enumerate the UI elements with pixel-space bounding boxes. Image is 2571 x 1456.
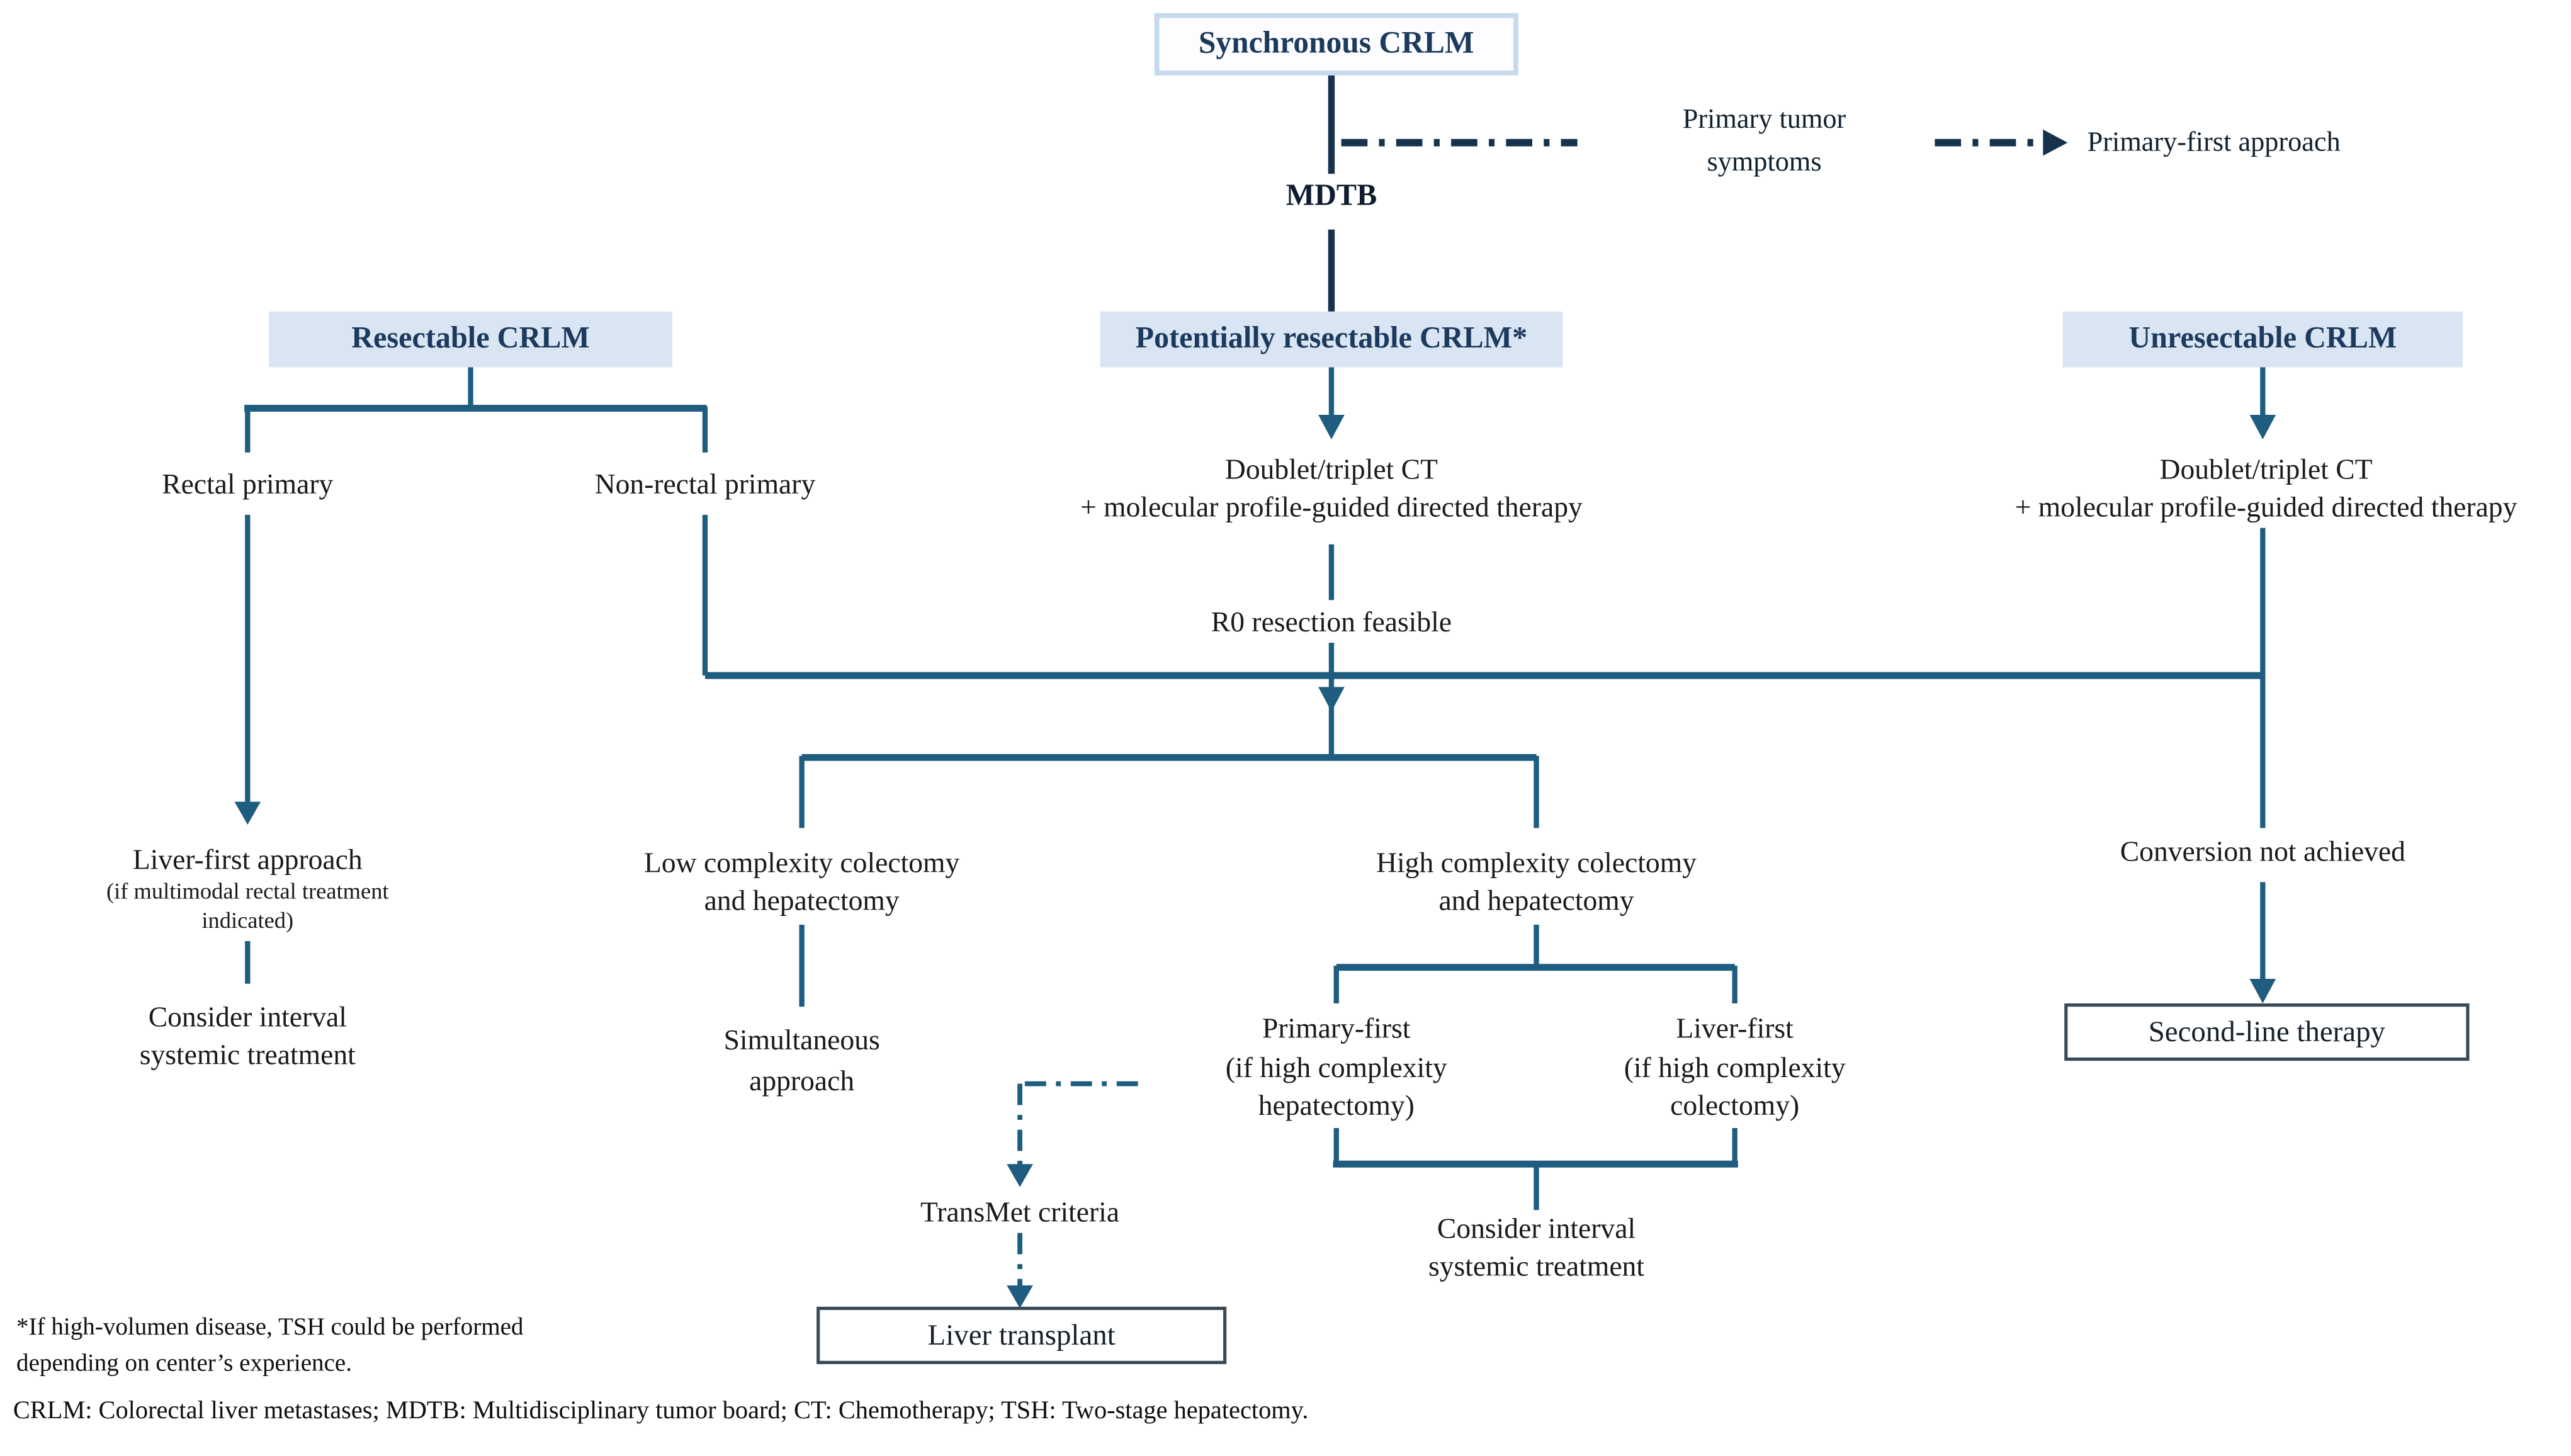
primary-first-line2: (if high complexity	[1225, 1050, 1447, 1083]
node-second-line-therapy: Second-line therapy	[2064, 1003, 2470, 1061]
doublet-mid-line2: + molecular profile-guided directed ther…	[1080, 490, 1583, 523]
consider-interval-mid-line1: Consider interval	[1437, 1211, 1636, 1244]
high-complexity-line1: High complexity colectomy	[1376, 845, 1697, 879]
node-resectable-crlm: Resectable CRLM	[269, 311, 672, 368]
liver-first-approach-title: Liver-first approach	[132, 842, 363, 876]
node-liver-first-approach: Liver-first approach (if multimodal rect…	[106, 841, 389, 938]
node-high-complexity: High complexity colectomy and hepatectom…	[1376, 844, 1697, 920]
connector-high-split	[1333, 924, 1738, 1004]
simultaneous-line2: approach	[749, 1064, 855, 1097]
node-rectal-primary: Rectal primary	[162, 467, 334, 500]
node-low-complexity: Low complexity colectomy and hepatectomy	[644, 844, 959, 920]
connector-root-to-mdtb	[1328, 74, 1578, 312]
liver-first-line2: (if high complexity	[1624, 1050, 1846, 1083]
legend-symptoms-line1: Primary tumor	[1682, 103, 1846, 135]
node-conversion-not-achieved: Conversion not achieved	[2120, 834, 2405, 867]
low-complexity-line2: and hepatectomy	[704, 883, 900, 917]
primary-first-line3: hepatectomy)	[1258, 1088, 1415, 1122]
legend-primary-tumor-symptoms: Primary tumor symptoms	[1683, 98, 1846, 183]
connector-unresectable-column	[2249, 367, 2276, 1004]
consider-interval-mid-line2: systemic treatment	[1428, 1249, 1645, 1282]
footnote-abbreviations: CRLM: Colorectal liver metastases; MDTB:…	[13, 1397, 1309, 1425]
legend-primary-first-approach: Primary-first approach	[2087, 126, 2341, 158]
consider-interval-left-line2: systemic treatment	[139, 1037, 356, 1071]
footnote-line1: *If high-volumen disease, TSH could be p…	[16, 1314, 524, 1341]
doublet-right-line1: Doublet/triplet CT	[2159, 452, 2373, 485]
consider-interval-left-line1: Consider interval	[148, 1000, 347, 1033]
connector-resectable-branch	[244, 367, 708, 453]
node-non-rectal-primary: Non-rectal primary	[594, 467, 816, 500]
node-consider-interval-mid: Consider interval systemic treatment	[1428, 1210, 1644, 1285]
connector-primaryfirst-dashdot-to-transmet	[1007, 1081, 1138, 1309]
node-transmet-criteria: TransMet criteria	[920, 1195, 1120, 1228]
node-r0-resection-feasible: R0 resection feasible	[1211, 605, 1452, 638]
node-doublet-triplet-mid: Doublet/triplet CT + molecular profile-g…	[1080, 451, 1583, 526]
node-liver-transplant: Liver transplant	[817, 1306, 1227, 1365]
footnote-line2: depending on center’s experience.	[16, 1351, 353, 1377]
liver-first-approach-sub1: (if multimodal rectal treatment	[106, 880, 389, 905]
doublet-mid-line1: Doublet/triplet CT	[1224, 452, 1438, 485]
node-unresectable-crlm: Unresectable CRLM	[2062, 311, 2463, 368]
liver-first-line3: colectomy)	[1670, 1088, 1800, 1122]
node-consider-interval-left: Consider interval systemic treatment	[140, 998, 356, 1074]
connector-merge-to-interval	[1333, 1127, 1738, 1211]
liver-first-approach-sub2: indicated)	[201, 910, 294, 935]
low-complexity-line1: Low complexity colectomy	[644, 845, 960, 879]
node-mdtb: MDTB	[1286, 180, 1377, 213]
node-simultaneous-approach: Simultaneous approach	[724, 1020, 880, 1102]
connector-rectal-to-liverfirst	[234, 514, 261, 984]
primary-first-line1: Primary-first	[1262, 1012, 1411, 1045]
node-liver-first: Liver-first (if high complexity colectom…	[1624, 1010, 1846, 1126]
connector-doublet-to-r0-branch	[799, 544, 1539, 828]
doublet-right-line2: + molecular profile-guided directed ther…	[2014, 490, 2517, 523]
node-doublet-triplet-right: Doublet/triplet CT + molecular profile-g…	[2015, 451, 2517, 526]
connector-nonrectal-to-junction	[702, 514, 2263, 679]
connector-potentially-to-doublet	[1318, 367, 1345, 440]
legend-dashdot-arrow	[1935, 129, 2068, 156]
high-complexity-line2: and hepatectomy	[1438, 883, 1634, 917]
node-primary-first: Primary-first (if high complexity hepate…	[1226, 1010, 1447, 1126]
footnote-asterisk: *If high-volumen disease, TSH could be p…	[16, 1310, 523, 1382]
node-synchronous-crlm: Synchronous CRLM	[1154, 13, 1518, 76]
node-potentially-resectable-crlm: Potentially resectable CRLM*	[1100, 311, 1563, 368]
simultaneous-line1: Simultaneous	[723, 1023, 880, 1056]
legend-symptoms-line2: symptoms	[1707, 145, 1822, 178]
liver-first-line1: Liver-first	[1676, 1012, 1794, 1045]
